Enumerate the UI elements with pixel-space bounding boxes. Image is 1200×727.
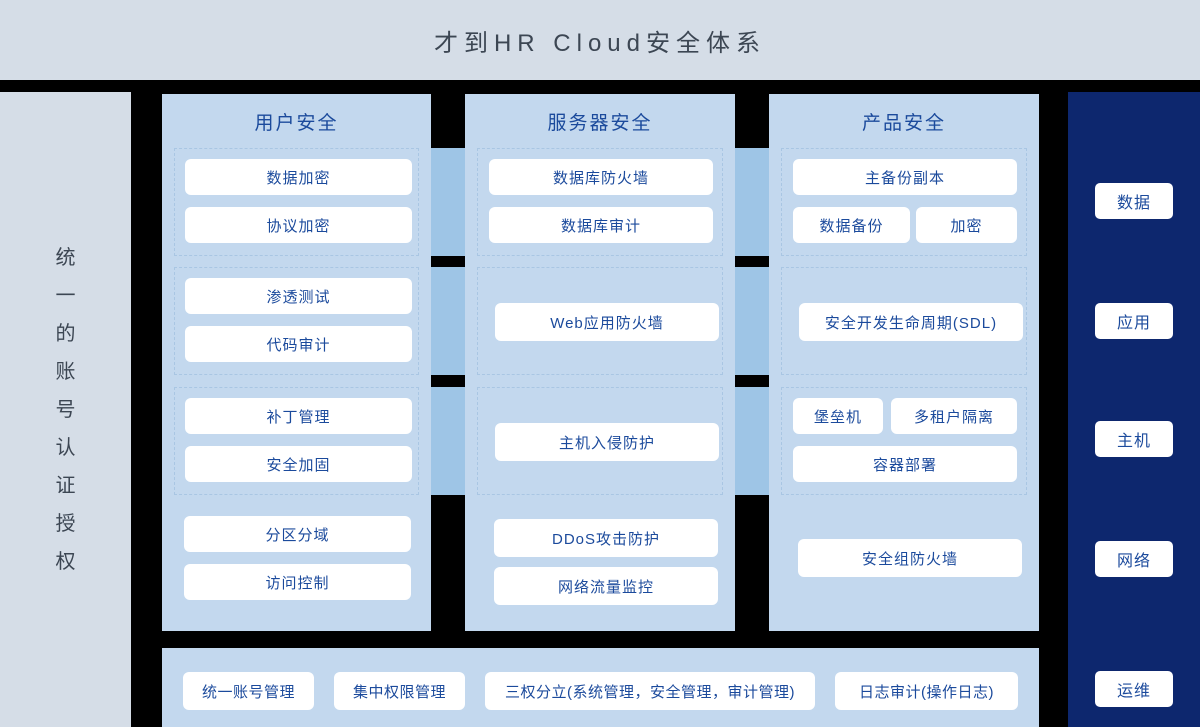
layer-chip[interactable]: 数据 (1095, 183, 1173, 219)
control-group: 主机入侵防护 (477, 387, 723, 495)
control-group: 数据加密协议加密 (174, 148, 419, 256)
control-chip[interactable]: 访问控制 (184, 564, 411, 600)
connector-strip (431, 148, 466, 256)
control-chip[interactable]: 加密 (916, 207, 1017, 243)
control-group: 补丁管理安全加固 (174, 387, 419, 495)
left-band-label: 统一的账号认证授权 (55, 246, 76, 573)
control-chip[interactable]: 数据库防火墙 (489, 159, 713, 195)
layer-chip[interactable]: 网络 (1095, 541, 1173, 577)
control-group: 安全开发生命周期(SDL) (781, 267, 1027, 375)
control-chip[interactable]: 安全开发生命周期(SDL) (799, 303, 1023, 341)
control-chip[interactable]: 容器部署 (793, 446, 1017, 482)
column-user-security: 用户安全数据加密协议加密渗透测试代码审计补丁管理安全加固分区分域访问控制 (162, 94, 431, 631)
control-chip[interactable]: 协议加密 (185, 207, 412, 243)
control-chip[interactable]: 主机入侵防护 (495, 423, 719, 461)
control-group: 安全组防火墙 (781, 506, 1027, 619)
control-chip[interactable]: 代码审计 (185, 326, 412, 362)
control-group: 堡垒机多租户隔离容器部署 (781, 387, 1027, 495)
connector-strip (735, 267, 770, 375)
control-group: Web应用防火墙 (477, 267, 723, 375)
control-chip[interactable]: 渗透测试 (185, 278, 412, 314)
control-chip[interactable]: 数据库审计 (489, 207, 713, 243)
column-product-security: 产品安全主备份副本数据备份加密安全开发生命周期(SDL) 堡垒机多租户隔离容器部署… (769, 94, 1039, 631)
control-chip[interactable]: 数据备份 (793, 207, 910, 243)
column-title: 服务器安全 (547, 112, 653, 134)
control-chip[interactable]: Web应用防火墙 (495, 303, 719, 341)
foundation-chip[interactable]: 集中权限管理 (334, 672, 465, 710)
control-chip[interactable]: 安全加固 (185, 446, 412, 482)
control-group: 主备份副本数据备份加密 (781, 148, 1027, 256)
control-group: DDoS攻击防护网络流量监控 (477, 506, 723, 619)
layer-chip[interactable]: 运维 (1095, 671, 1173, 707)
connector-strip (431, 387, 466, 495)
control-chip[interactable]: 主备份副本 (793, 159, 1017, 195)
control-group: 分区分域访问控制 (174, 506, 419, 619)
column-title: 产品安全 (861, 112, 946, 134)
left-vertical-band: 统一的账号认证授权 (0, 92, 131, 727)
column-title: 用户安全 (254, 112, 339, 134)
layer-chip[interactable]: 主机 (1095, 421, 1173, 457)
control-chip[interactable]: 补丁管理 (185, 398, 412, 434)
control-chip[interactable]: 安全组防火墙 (798, 539, 1022, 577)
layer-chip[interactable]: 应用 (1095, 303, 1173, 339)
control-chip[interactable]: 数据加密 (185, 159, 412, 195)
column-server-security: 服务器安全数据库防火墙数据库审计 Web应用防火墙主机入侵防护 DDoS攻击防护网络… (465, 94, 735, 631)
connector-strip (431, 267, 466, 375)
connector-strip (735, 387, 770, 495)
foundation-chip[interactable]: 三权分立(系统管理，安全管理，审计管理) (485, 672, 815, 710)
control-chip[interactable]: 多租户隔离 (891, 398, 1017, 434)
control-chip[interactable]: 堡垒机 (793, 398, 883, 434)
connector-strip (735, 148, 770, 256)
bottom-bar: 统一账号管理集中权限管理三权分立(系统管理，安全管理，审计管理) 日志审计(操作日… (162, 648, 1039, 727)
foundation-chip[interactable]: 统一账号管理 (183, 672, 314, 710)
header-bar: 才到HR Cloud安全体系 (0, 0, 1200, 80)
control-group: 渗透测试代码审计 (174, 267, 419, 375)
foundation-chip[interactable]: 日志审计(操作日志) (835, 672, 1018, 710)
control-group: 数据库防火墙数据库审计 (477, 148, 723, 256)
control-chip[interactable]: 网络流量监控 (494, 567, 718, 605)
page-title: 才到HR Cloud安全体系 (433, 29, 767, 57)
control-chip[interactable]: 分区分域 (184, 516, 411, 552)
control-chip[interactable]: DDoS攻击防护 (494, 519, 718, 557)
right-vertical-band: 数据应用主机网络运维 (1068, 92, 1200, 727)
